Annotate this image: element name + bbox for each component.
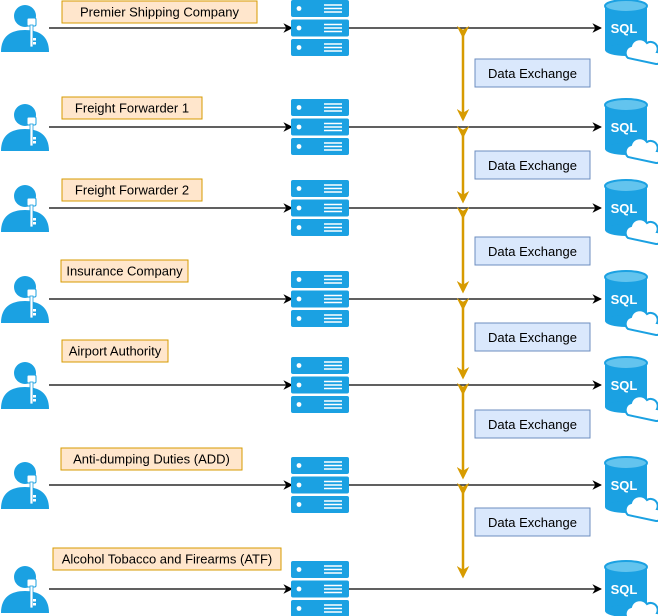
entity-row: SQL Alcohol Tobacco and Firearms (ATF) (1, 547, 658, 616)
data-exchange-box: Data Exchange (474, 507, 591, 537)
data-exchange-label: Data Exchange (488, 515, 577, 530)
user-with-key-icon (1, 185, 49, 232)
sql-label: SQL (611, 21, 638, 36)
entity-label-box: Insurance Company (60, 259, 189, 283)
data-exchange-label: Data Exchange (488, 66, 577, 81)
entity-row: SQL Freight Forwarder 1 (1, 96, 658, 164)
sql-label: SQL (611, 478, 638, 493)
entity-label: Freight Forwarder 1 (75, 101, 189, 116)
entity-label: Alcohol Tobacco and Firearms (ATF) (62, 552, 272, 567)
entity-label: Freight Forwarder 2 (75, 183, 189, 198)
data-exchange-label: Data Exchange (488, 330, 577, 345)
user-with-key-icon (1, 276, 49, 323)
sql-database-cloud-icon: SQL (604, 0, 658, 65)
sql-label: SQL (611, 378, 638, 393)
entity-label: Airport Authority (69, 344, 162, 359)
entity-label: Anti-dumping Duties (ADD) (73, 452, 230, 467)
data-exchange-label: Data Exchange (488, 158, 577, 173)
sql-database-cloud-icon: SQL (604, 98, 658, 164)
user-with-key-icon (1, 566, 49, 613)
data-exchange-box: Data Exchange (474, 58, 591, 88)
entity-label-box: Alcohol Tobacco and Firearms (ATF) (52, 547, 282, 571)
sql-label: SQL (611, 120, 638, 135)
server-rack-icon (291, 180, 349, 236)
sql-label: SQL (611, 201, 638, 216)
data-exchange-box: Data Exchange (474, 322, 591, 352)
flow-lines (49, 23, 602, 594)
entity-row: SQL Airport Authority (1, 339, 658, 422)
data-exchange-box: Data Exchange (474, 236, 591, 266)
server-rack-icon (291, 99, 349, 155)
sql-database-cloud-icon: SQL (604, 270, 658, 336)
server-rack-icon (291, 457, 349, 513)
user-with-key-icon (1, 362, 49, 409)
user-with-key-icon (1, 462, 49, 509)
entity-label-box: Premier Shipping Company (61, 0, 258, 24)
entity-row: SQL Premier Shipping Company (1, 0, 658, 65)
data-exchange-box: Data Exchange (474, 150, 591, 180)
entity-label-box: Freight Forwarder 2 (61, 178, 203, 202)
sql-database-cloud-icon: SQL (604, 560, 658, 616)
data-exchange-label: Data Exchange (488, 417, 577, 432)
user-with-key-icon (1, 5, 49, 52)
entity-label: Insurance Company (66, 264, 183, 279)
sql-label: SQL (611, 292, 638, 307)
entity-row: SQL Insurance Company (1, 259, 658, 336)
sql-label: SQL (611, 582, 638, 597)
server-rack-icon (291, 271, 349, 327)
sql-database-cloud-icon: SQL (604, 456, 658, 522)
entity-row: SQL Anti-dumping Duties (ADD) (1, 447, 658, 522)
data-exchange-box: Data Exchange (474, 409, 591, 439)
data-exchange-label: Data Exchange (488, 244, 577, 259)
server-rack-icon (291, 357, 349, 413)
sql-database-cloud-icon: SQL (604, 179, 658, 245)
user-with-key-icon (1, 104, 49, 151)
entity-row: SQL Freight Forwarder 2 (1, 178, 658, 245)
server-rack-icon (291, 0, 349, 56)
server-rack-icon (291, 561, 349, 616)
entity-label-box: Airport Authority (61, 339, 169, 363)
sql-database-cloud-icon: SQL (604, 356, 658, 422)
entity-label-box: Anti-dumping Duties (ADD) (60, 447, 243, 471)
entity-label-box: Freight Forwarder 1 (61, 96, 203, 120)
entity-label: Premier Shipping Company (80, 5, 239, 20)
